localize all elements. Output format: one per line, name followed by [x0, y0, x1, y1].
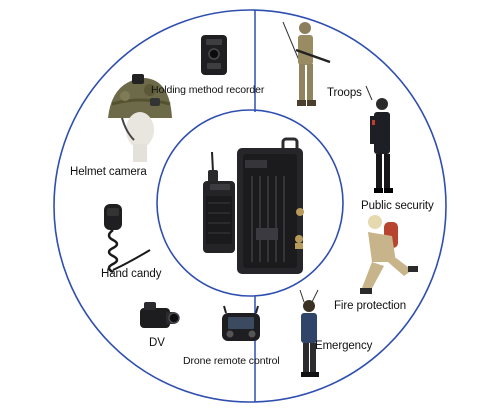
soldier-figure	[282, 21, 331, 106]
outer-ring	[53, 9, 447, 403]
label-hand-candy: Hand candy	[101, 268, 162, 280]
label-emergency: Emergency	[315, 340, 373, 352]
body-camera-recorder-icon	[201, 35, 227, 75]
label-helmet-camera: Helmet camera	[70, 166, 147, 178]
label-fire-protection: Fire protection	[334, 300, 407, 312]
helmet-camera-icon	[108, 74, 172, 162]
police-officer-figure	[365, 85, 393, 193]
firefighter-figure	[360, 215, 418, 294]
emergency-worker-figure	[299, 289, 319, 377]
hand-microphone-icon	[104, 204, 151, 274]
label-public-security: Public security	[361, 200, 434, 212]
label-dv: DV	[149, 337, 165, 349]
portable-base-station-device	[237, 137, 304, 274]
drone-remote-controller-icon	[222, 305, 260, 341]
handheld-radio-device	[203, 151, 235, 253]
dv-camcorder-icon	[140, 302, 180, 328]
inner-ring	[156, 109, 344, 297]
label-troops: Troops	[327, 87, 362, 99]
label-holding-method-recorder: Holding method recorder	[151, 84, 265, 96]
label-drone-remote-control: Drone remote control	[183, 355, 280, 367]
